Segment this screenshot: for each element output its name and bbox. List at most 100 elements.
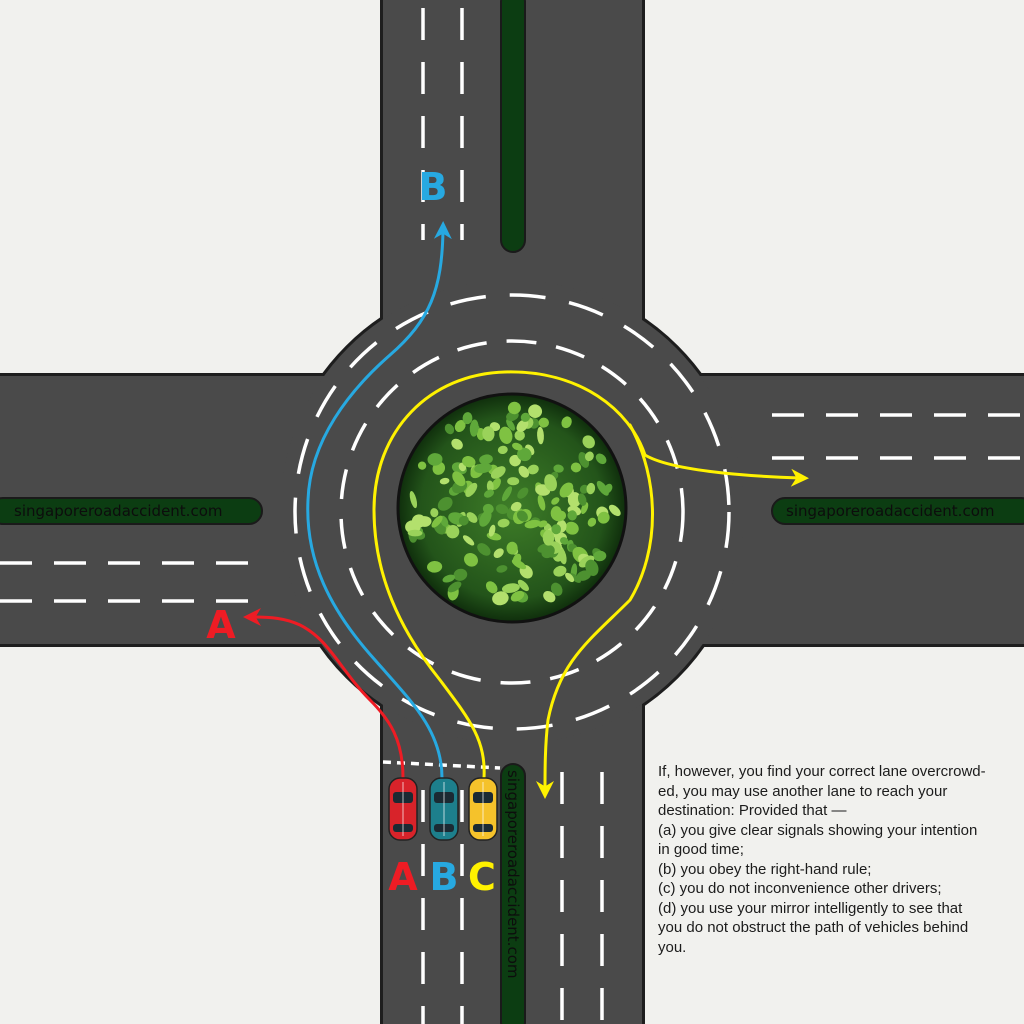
leaf <box>497 518 510 528</box>
leaf <box>492 591 509 606</box>
car-a <box>388 777 418 841</box>
leaf <box>506 541 518 555</box>
leaf <box>514 430 525 441</box>
leaf <box>493 548 504 559</box>
route-c-path-right <box>372 370 809 780</box>
leaf <box>582 435 595 449</box>
leaf <box>417 461 427 470</box>
note-line: (a) you give clear signals showing your … <box>658 821 978 839</box>
leaf <box>593 550 607 562</box>
island-foliage <box>405 401 621 606</box>
leaf <box>517 447 532 462</box>
leaf <box>542 530 555 546</box>
note-line: you. <box>658 938 687 956</box>
leaf <box>454 419 466 433</box>
leaf <box>446 525 460 539</box>
leaf <box>501 486 513 502</box>
leaf <box>517 579 529 592</box>
leaf <box>491 478 501 490</box>
central-island <box>396 392 628 624</box>
median-west <box>0 497 263 525</box>
leaf <box>437 497 453 511</box>
route-b-path <box>306 221 452 780</box>
route-b-car-label: B <box>430 855 459 899</box>
leaf <box>537 494 546 511</box>
leaf <box>551 497 560 505</box>
leaf <box>559 482 574 498</box>
leaf <box>578 555 595 568</box>
note-line: (d) you use your mirror intelligently to… <box>658 899 963 917</box>
leaf <box>524 519 541 529</box>
note-line: destination: Provided that — <box>658 802 847 819</box>
leaf <box>486 480 494 493</box>
lane-markings <box>0 8 1024 1024</box>
note-line: ed, you may use another lane to reach yo… <box>658 782 948 800</box>
watermark-west: singaporeroadaccident.com <box>14 502 223 520</box>
note-line: (b) you obey the right-hand rule; <box>658 860 872 878</box>
route-a-destination-label: A <box>206 603 236 647</box>
leaf <box>553 464 564 473</box>
leaf <box>561 416 572 429</box>
route-b-destination-label: B <box>419 165 448 209</box>
leaf <box>466 512 478 523</box>
leaf <box>439 477 450 485</box>
median-east <box>771 497 1024 525</box>
median-north <box>500 0 526 253</box>
leaf <box>585 559 599 576</box>
leaf <box>516 419 529 432</box>
leaf <box>543 591 556 603</box>
route-paths <box>243 221 809 799</box>
leaf <box>479 454 493 465</box>
car-b <box>429 777 459 841</box>
car-c <box>468 777 498 841</box>
leaf <box>452 471 466 487</box>
route-a-car-label: A <box>388 855 418 899</box>
leaf <box>427 453 443 466</box>
leaf <box>587 517 597 527</box>
note-line: in good time; <box>658 841 744 858</box>
leaf <box>464 552 478 567</box>
leaf <box>518 465 530 478</box>
leaf <box>462 456 476 468</box>
leaf <box>604 483 613 494</box>
leaf <box>479 510 492 527</box>
leaf <box>444 423 455 435</box>
leaf <box>584 451 594 462</box>
leaf <box>552 510 567 522</box>
leaf <box>510 590 525 602</box>
leaf <box>485 581 498 594</box>
leaf <box>553 565 567 577</box>
leaf <box>570 462 582 473</box>
leaf <box>595 453 607 465</box>
leaf <box>483 489 495 498</box>
leaf <box>451 438 463 450</box>
leaf <box>496 565 508 573</box>
leaf <box>453 568 468 581</box>
leaf <box>442 574 456 583</box>
leaf <box>411 514 426 528</box>
leaf <box>560 537 569 545</box>
leaf <box>537 543 551 553</box>
route-c-car-label: C <box>468 855 496 899</box>
leaf <box>501 583 520 593</box>
leaf <box>497 445 508 455</box>
leaf <box>608 504 621 517</box>
median-south <box>500 763 526 1024</box>
lane-rule-note: If, however, you find your correct lane … <box>658 762 1008 957</box>
leaf <box>528 404 543 418</box>
leaf <box>551 524 562 535</box>
leaf <box>509 454 521 467</box>
leaf <box>495 504 509 515</box>
leaf <box>577 493 587 506</box>
leaf <box>586 482 596 495</box>
leaf <box>427 560 443 573</box>
leaf <box>430 508 439 518</box>
note-line: you do not obstruct the path of vehicles… <box>658 919 969 936</box>
route-labels: B A A B C <box>206 165 496 899</box>
leaf <box>469 419 479 437</box>
leaf <box>507 401 521 415</box>
leaf <box>474 463 492 474</box>
leaf <box>482 426 495 442</box>
